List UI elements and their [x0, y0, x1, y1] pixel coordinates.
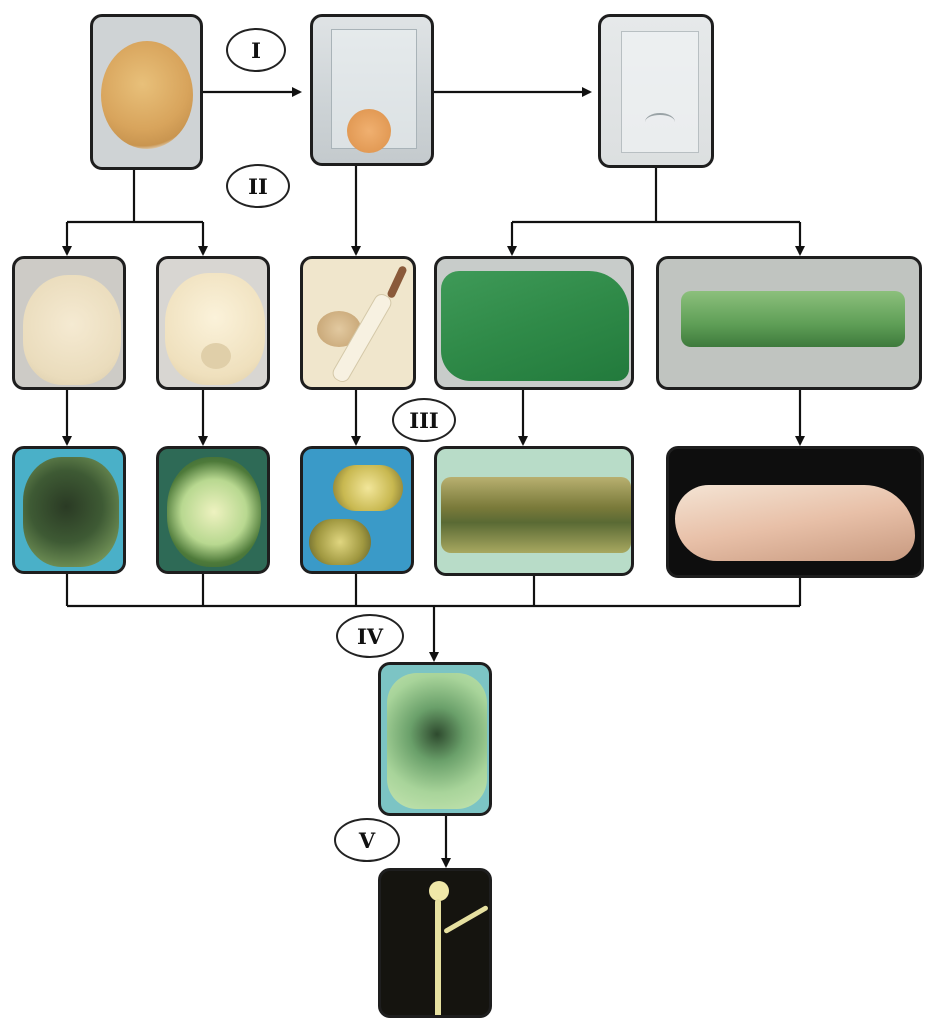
callus-image-1: [12, 446, 126, 574]
zygotic-embryo-explant-image-1: [12, 256, 126, 390]
stage-label-i: I: [226, 28, 286, 72]
embryogenic-callus-image: [378, 662, 492, 816]
callus-image-2: [156, 446, 270, 574]
callus-image-3: [300, 446, 414, 574]
stage-label-v: V: [334, 818, 400, 862]
cotyledonary-node-explant-image: [434, 256, 634, 390]
stage-label-iii: III: [392, 398, 456, 442]
culture-jar-with-seeds-image: [310, 14, 434, 166]
callus-image-5: [666, 446, 924, 578]
plantlet-image: [378, 868, 492, 1018]
stage-label-ii: II: [226, 164, 290, 208]
germinated-embryo-explant-image: [300, 256, 416, 390]
hypocotyl-explant-image: [656, 256, 922, 390]
stage-label-iv: IV: [336, 614, 404, 658]
culture-jar-germinated-image: [598, 14, 714, 168]
zygotic-embryo-explant-image-2: [156, 256, 270, 390]
seeds-petri-dish-image: [90, 14, 203, 170]
callus-image-4: [434, 446, 634, 576]
